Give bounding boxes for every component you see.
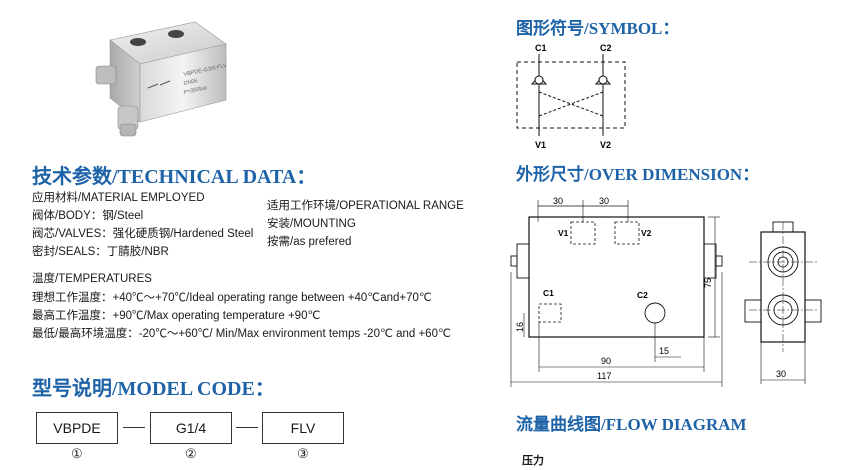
symbol-label-v1: V1 [535, 140, 546, 150]
model-code-marker-1: ① [71, 446, 83, 461]
dim-15: 15 [659, 346, 669, 356]
model-code-part-1: VBPDE [36, 412, 118, 444]
model-code-part-2: G1/4 [150, 412, 232, 444]
dim-30-left: 30 [553, 196, 563, 206]
dim-30-right: 30 [599, 196, 609, 206]
flow-pressure-label: 压力 [522, 455, 544, 467]
body-material: 阀体/BODY：钢/Steel [32, 210, 144, 222]
dim-label-v2: V2 [641, 228, 652, 238]
symbol-label-c1: C1 [535, 43, 547, 53]
dim-16: 16 [515, 322, 525, 332]
dim-label-v1: V1 [558, 228, 569, 238]
model-code-dash-2 [236, 427, 258, 428]
as-prefered: 按需/as prefered [267, 236, 352, 248]
model-code-dash-1 [123, 427, 145, 428]
flow-heading: 流量曲线图/FLOW DIAGRAM [516, 415, 747, 434]
min-max-temperature: 最低/最高环境温度：-20℃～+60℃/ Min/Max environment… [32, 328, 451, 340]
dim-label-c2: C2 [637, 290, 648, 300]
seals-material: 密封/SEALS：丁腈胶/NBR [32, 246, 169, 258]
symbol-heading: 图形符号/SYMBOL： [516, 19, 680, 38]
symbol-diagram: C1 C2 V1 V2 [505, 40, 635, 156]
valves-material: 阀芯/VALVES：强化硬质钢/Hardened Steel [32, 228, 254, 240]
mounting: 安装/MOUNTING [267, 218, 356, 230]
max-temperature: 最高工作温度：+90℃/Max operating temperature +9… [32, 310, 321, 322]
product-photo: VBPDE-G3/8-FLV DN06 P=350bar [90, 18, 230, 143]
ideal-temperature: 理想工作温度：+40℃～+70℃/Ideal operating range b… [32, 292, 432, 304]
dim-label-c1: C1 [543, 288, 554, 298]
model-code-heading: 型号说明/MODEL CODE： [32, 378, 275, 400]
symbol-label-c2: C2 [600, 43, 612, 53]
model-code-marker-3: ③ [297, 446, 309, 461]
operational-range: 适用工作环境/OPERATIONAL RANGE [267, 200, 464, 212]
dim-117: 117 [597, 371, 611, 381]
engraving-line-3: P=350bar [183, 85, 208, 96]
dimension-drawing: 30 30 V1 V2 C1 C2 16 75 15 90 [505, 192, 845, 392]
model-code-marker-2: ② [185, 446, 197, 461]
material-title: 应用材料/MATERIAL EMPLOYED [32, 192, 205, 204]
model-code-part-3: FLV [262, 412, 344, 444]
dim-75: 75 [703, 278, 713, 288]
temperature-title: 温度/TEMPERATURES [32, 273, 152, 285]
symbol-label-v2: V2 [600, 140, 611, 150]
engraving-line-2: DN06 [183, 78, 198, 87]
dim-30-side: 30 [776, 369, 786, 379]
dimension-heading: 外形尺寸/OVER DIMENSION： [516, 165, 760, 184]
technical-heading: 技术参数/TECHNICAL DATA： [32, 166, 317, 188]
dim-90: 90 [601, 356, 611, 366]
